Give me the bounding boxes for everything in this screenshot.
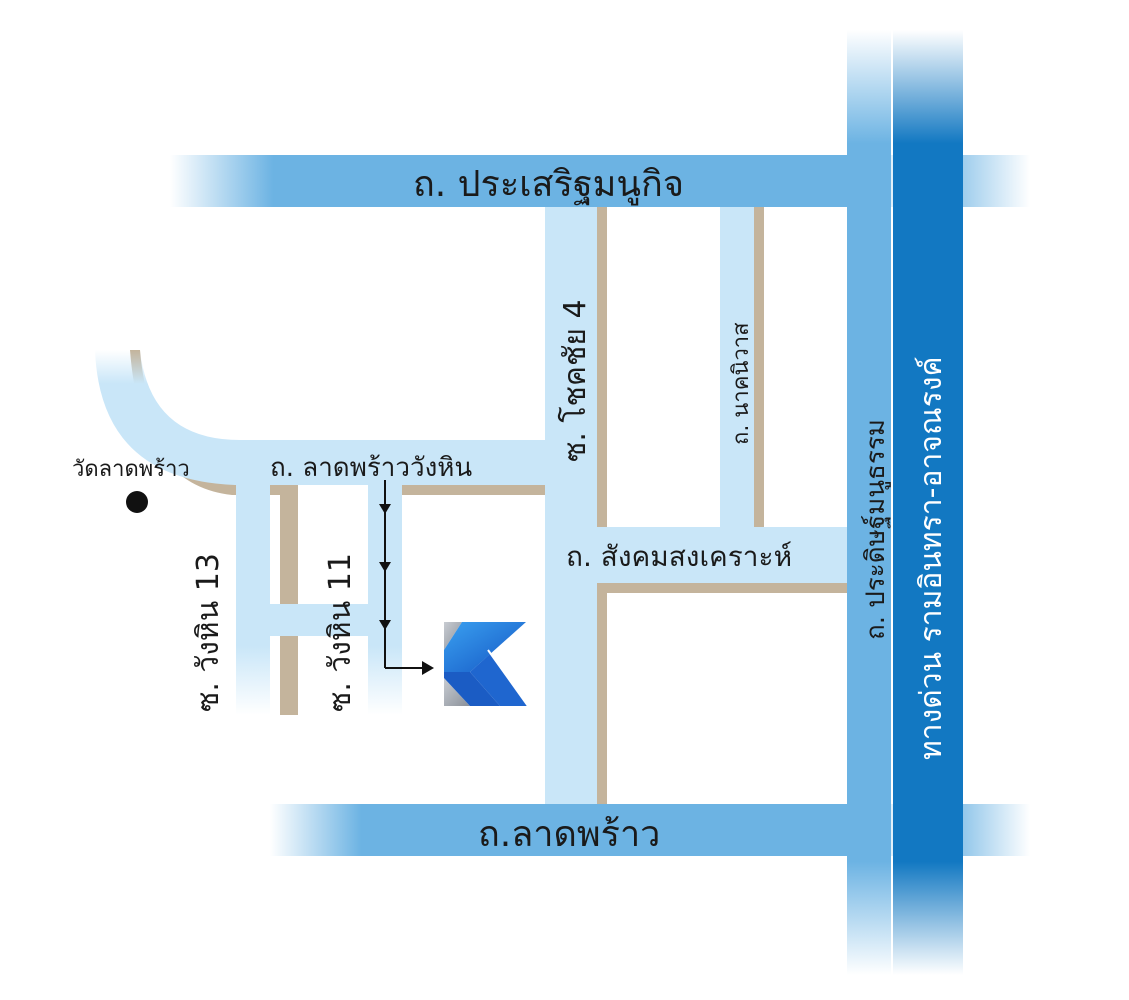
company-k-logo-icon	[444, 622, 529, 707]
road-lat-phrao-wang-hin-curve	[95, 350, 545, 485]
label-nak-niwat: ถ. นาคนิวาส	[729, 322, 754, 445]
label-pradit-manutham: ถ. ประดิษฐ์มนูธรรม	[861, 419, 891, 640]
road-pradit-manutham	[847, 30, 891, 975]
route-path	[379, 480, 434, 675]
label-expressway: ทางด่วน รามอินทรา-อาจณรงค์	[914, 356, 949, 760]
label-sangkhom-songkhro: ถ. สังคมสงเคราะห์	[566, 540, 792, 573]
label-wang-hin-13: ซ. วังหิน 13	[191, 553, 226, 712]
label-lat-phrao-wang-hin: ถ. ลาดพร้าววังหิน	[270, 453, 472, 483]
road-wang-hin-13	[236, 485, 270, 715]
label-prasert-manukit: ถ. ประเสริฐมนูกิจ	[413, 164, 684, 206]
dot-marker-icon	[126, 491, 148, 513]
arrow-down-icon	[379, 562, 391, 572]
label-landmark: วัดลาดพร้าว	[72, 457, 190, 482]
road-sangkhom-songkhro	[597, 527, 849, 583]
arrow-down-icon	[379, 620, 391, 630]
road-expressway	[893, 30, 963, 975]
arrow-right-icon	[422, 661, 434, 675]
minor-roads	[95, 205, 849, 805]
arrow-down-icon	[379, 504, 391, 514]
road-nak-niwat	[720, 205, 754, 530]
label-chokchai-4: ซ. โชคชัย 4	[557, 299, 593, 462]
label-lat-phrao: ถ.ลาดพร้าว	[478, 814, 660, 855]
road-chokchai-4	[545, 205, 597, 805]
label-wang-hin-11: ซ. วังหิน 11	[323, 553, 358, 712]
